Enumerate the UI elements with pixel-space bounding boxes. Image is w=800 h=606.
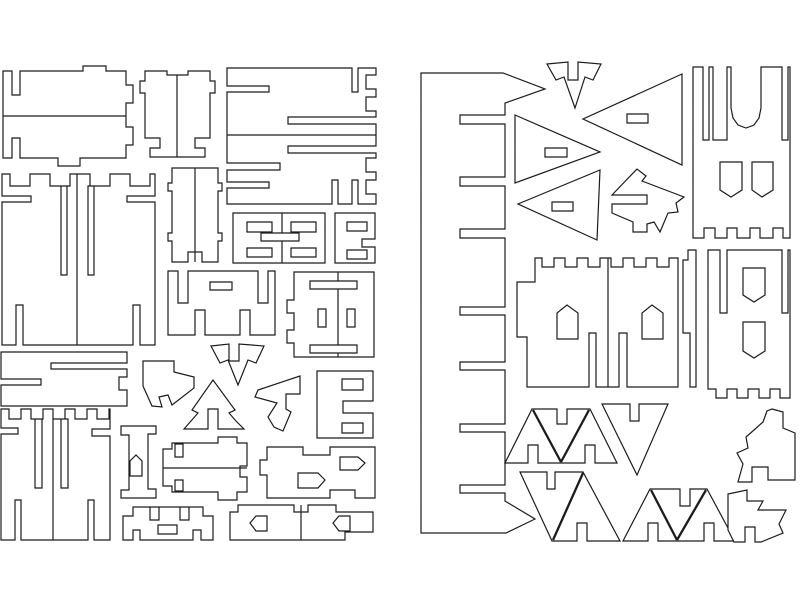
battlement-wall-large [1,173,156,346]
funnel-gable-left-panel [210,343,265,387]
roof-trapezoid-assembly-1 [504,408,618,464]
small-plate-with-holes [334,212,376,264]
double-plate-with-holes [232,212,326,264]
roof-trapezoid-assembly-2 [622,488,737,542]
bottom-rail-right [229,504,374,541]
battlement-wall-bottom-left [0,408,111,541]
double-wall-small-bottom [162,436,248,501]
twin-bracket-piece [167,167,223,263]
tree-gable-right-panel [610,168,686,234]
roof-parallelogram-assembly [519,471,622,542]
roof-triangle-right-point [514,114,602,184]
wall-plate-top-left [2,65,134,167]
rock-piece-upper [736,408,796,483]
slot-comb-plate [0,351,128,407]
tree-gable-left [142,360,195,408]
funnel-gable-right-panel [546,61,602,110]
battlement-wall-right-panel [516,257,679,388]
slotted-wall-small [167,270,276,336]
step-strip-piece [682,249,697,388]
plate-with-bars-right [316,370,374,439]
spine-strip-with-slots [420,72,547,534]
roof-triangle-left-point [581,73,683,166]
slotted-plate-top-right [226,67,377,205]
roof-triangle-left-point-2 [516,169,601,241]
tower-wall-arch [692,66,791,239]
tree-gable-right [254,375,301,432]
tower-wall-shields [707,249,791,399]
door-column-piece [120,425,157,499]
roof-triangle-down [601,403,669,477]
rock-piece-lower [727,489,787,543]
notched-triangle-up [182,378,246,430]
cross-plate-with-bars [286,271,375,358]
plate-with-shield-holes [259,446,376,499]
twin-column-piece [139,70,216,158]
bottom-rail-left [122,506,214,541]
